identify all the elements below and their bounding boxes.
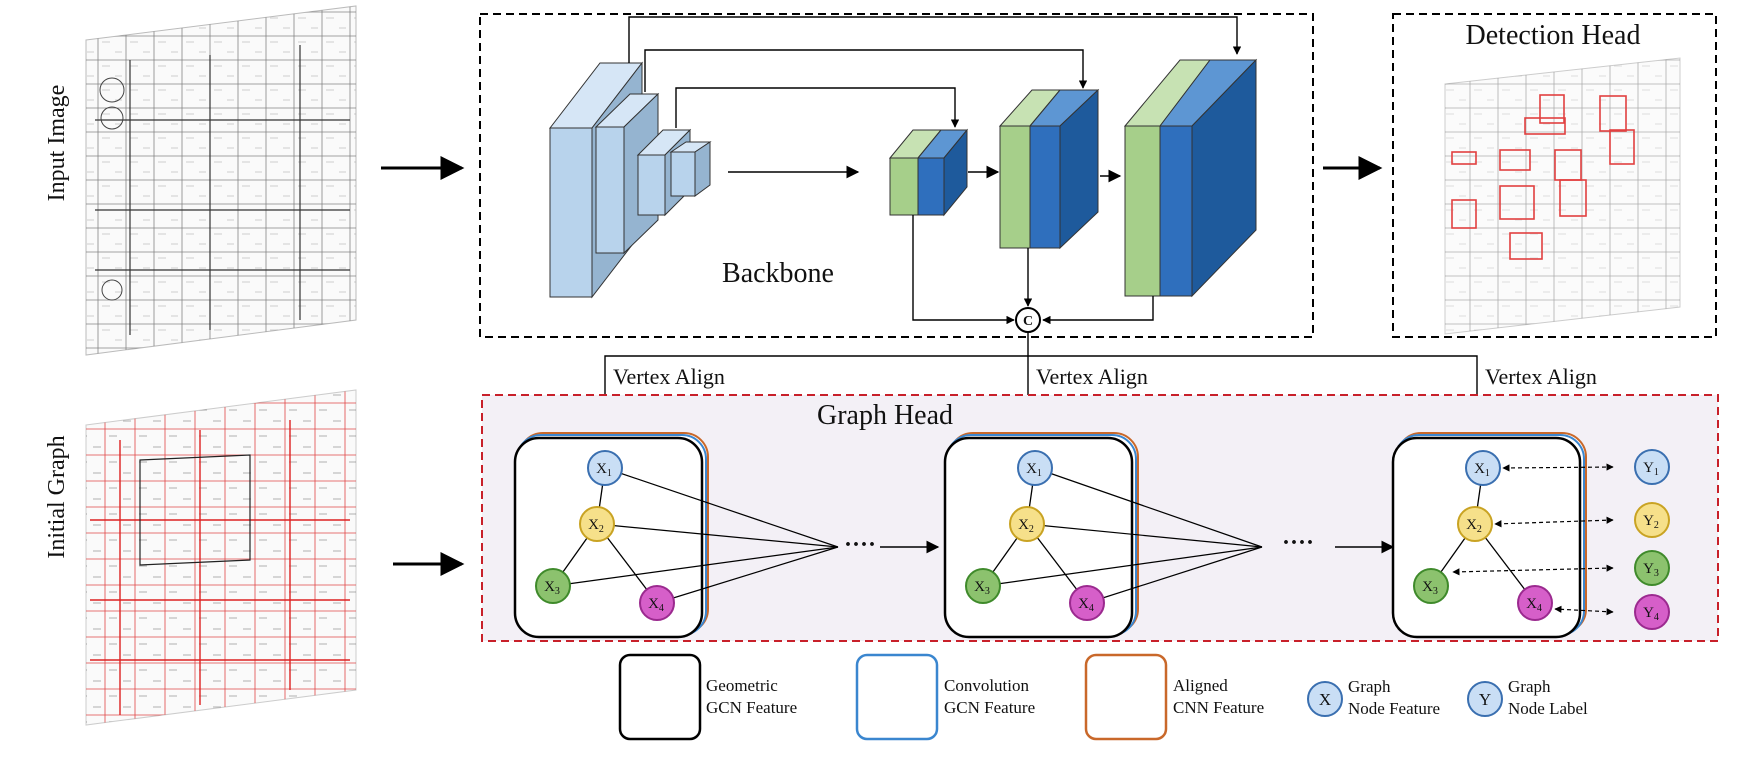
legend-aligned-swatch — [1084, 653, 1168, 741]
node-subscript: 4 — [1537, 603, 1542, 614]
ellipsis-2: ···· — [1282, 530, 1314, 556]
node-subscript: 1 — [1485, 468, 1490, 479]
aggregation-edge — [596, 523, 839, 548]
legend-aligned-line1: Aligned — [1173, 676, 1228, 695]
skip-connection-3 — [675, 87, 960, 128]
decoder-block-1 — [888, 128, 969, 217]
label-node-y4 — [1634, 594, 1670, 630]
label-node-y3 — [1634, 550, 1670, 586]
label-node-y2 — [1634, 502, 1670, 538]
vertex-align-label-2: Vertex Align — [1036, 364, 1148, 389]
initial-graph-label: Initial Graph — [44, 435, 70, 558]
node-subscript: 3 — [1433, 586, 1438, 597]
legend-geometric-line2: GCN Feature — [706, 698, 797, 717]
legend-convolution-swatch — [855, 653, 939, 741]
vertex-align-label-3: Vertex Align — [1485, 364, 1597, 389]
graph-node-x3 — [965, 568, 1001, 604]
input-floorplan-image — [85, 5, 357, 356]
legend-geometric-swatch — [618, 653, 702, 741]
input-image-label: Input Image — [44, 85, 70, 202]
detection-head-title: Detection Head — [1466, 20, 1641, 51]
legend-aligned-line2: CNN Feature — [1173, 698, 1264, 717]
graph-node-x2 — [1457, 506, 1493, 542]
node-subscript: 2 — [1654, 520, 1659, 531]
aggregation-edge — [982, 546, 1263, 587]
legend-y-symbol: Y — [1479, 690, 1491, 709]
ellipsis-1: ···· — [844, 532, 876, 558]
aggregation-edge — [604, 467, 839, 548]
backbone-title: Backbone — [722, 258, 834, 289]
aggregation-edge — [1034, 467, 1263, 548]
node-subscript: 4 — [1654, 612, 1659, 623]
aggregation-edge — [1086, 546, 1263, 604]
graph-node-x1 — [1017, 450, 1053, 486]
legend-x-node — [1307, 681, 1343, 717]
graph-node-x1 — [1465, 450, 1501, 486]
legend-y-line1: Graph — [1508, 677, 1551, 696]
aggregation-edge — [656, 546, 839, 604]
detection-output-image — [1444, 57, 1681, 335]
backbone-box — [479, 13, 1314, 338]
legend-y-line2: Node Label — [1508, 699, 1588, 718]
legend-convolution-line2: GCN Feature — [944, 698, 1035, 717]
skip-connection-1 — [628, 16, 1242, 63]
node-subscript: 2 — [1477, 524, 1482, 535]
graph-node-x1 — [587, 450, 623, 486]
label-link — [1502, 463, 1614, 472]
initial-graph-image — [85, 389, 357, 726]
legend: Geometric GCN Feature Convolution GCN Fe… — [618, 653, 1588, 741]
legend-convolution-line1: Convolution — [944, 676, 1030, 695]
node-subscript: 2 — [1029, 524, 1034, 535]
legend-x-line2: Node Feature — [1348, 699, 1440, 718]
concat-symbol: C — [1023, 314, 1033, 329]
label-node-y1 — [1634, 449, 1670, 485]
decoder-block-3 — [1123, 58, 1258, 298]
label-link — [1554, 605, 1614, 616]
node-subscript: 4 — [1089, 603, 1094, 614]
graph-node-x4 — [1517, 585, 1553, 621]
aggregation-edge — [1026, 523, 1263, 548]
concat-link-1 — [912, 215, 1015, 325]
graph-node-x2 — [579, 506, 615, 542]
label-link — [1494, 516, 1614, 528]
node-subscript: 3 — [555, 586, 560, 597]
legend-x-symbol: X — [1319, 690, 1331, 709]
legend-y-node — [1467, 681, 1503, 717]
graph-head-title: Graph Head — [817, 400, 953, 431]
node-subscript: 1 — [607, 468, 612, 479]
graph-node-x3 — [535, 568, 571, 604]
node-subscript: 3 — [1654, 568, 1659, 579]
node-subscript: 4 — [659, 603, 664, 614]
detection-head-box — [1392, 13, 1717, 338]
decoder-block-2 — [998, 88, 1100, 250]
node-subscript: 1 — [1654, 467, 1659, 478]
aggregation-edge — [552, 546, 839, 587]
vertex-align-label-1: Vertex Align — [613, 364, 725, 389]
skip-connection-2 — [644, 49, 1088, 92]
concat-link-3 — [1042, 296, 1154, 325]
node-subscript: 2 — [599, 524, 604, 535]
legend-geometric-line1: Geometric — [706, 676, 778, 695]
label-link — [1452, 564, 1614, 576]
graph-node-x4 — [639, 585, 675, 621]
encoder-block-4 — [669, 141, 712, 197]
node-subscript: 3 — [985, 586, 990, 597]
graph-node-x2 — [1009, 506, 1045, 542]
graph-node-x4 — [1069, 585, 1105, 621]
graph-node-x3 — [1413, 568, 1449, 604]
node-subscript: 1 — [1037, 468, 1042, 479]
legend-x-line1: Graph — [1348, 677, 1391, 696]
